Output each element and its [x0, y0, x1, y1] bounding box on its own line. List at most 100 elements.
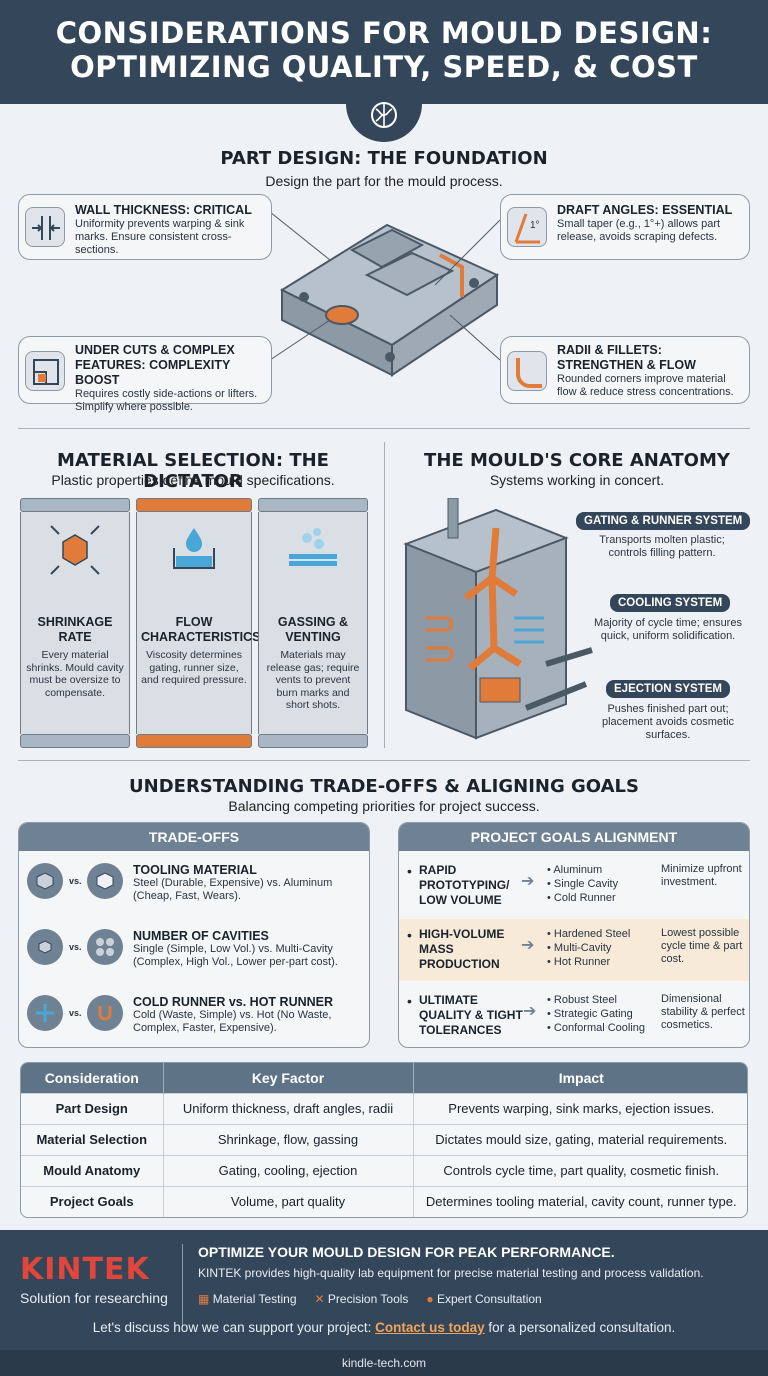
arrow-right-icon: ➔: [521, 873, 535, 890]
material-subtitle: Plastic properties define mould specific…: [51, 472, 335, 488]
goal-list-item: Robust Steel: [553, 994, 617, 1006]
feature-label: Precision Tools: [327, 1292, 409, 1306]
pillar-text: Every material shrinks. Mould cavity mus…: [26, 649, 124, 699]
goal-list-item: Strategic Gating: [553, 1008, 633, 1020]
table-cell: Part Design: [21, 1092, 164, 1124]
flow-droplet-icon: [173, 528, 215, 569]
undercut-icon: [25, 351, 65, 391]
test-equipment-icon: ▦: [198, 1292, 210, 1306]
table-row: Part Design Uniform thickness, draft ang…: [21, 1092, 747, 1124]
anatomy-title: THE MOULD'S CORE ANATOMY: [424, 450, 730, 471]
goal-list-item: Single Cavity: [553, 878, 619, 890]
brand-tagline: Solution for researching: [20, 1290, 168, 1306]
feature-label: Expert Consultation: [437, 1292, 542, 1306]
footer-cta: Let's discuss how we can support your pr…: [0, 1320, 768, 1335]
feature-label: Material Testing: [212, 1292, 297, 1306]
card-text: Uniformity prevents warping & sink marks…: [75, 218, 245, 256]
anatomy-subtitle: Systems working in concert.: [489, 472, 665, 488]
contact-us-link[interactable]: Contact us today: [375, 1320, 485, 1335]
tradeoff-text: Steel (Durable, Expensive) vs. Aluminum …: [133, 877, 333, 902]
pillar-title: GASSING & VENTING: [277, 615, 349, 644]
goal-list-item: Hot Runner: [553, 956, 611, 968]
goal-row: • RAPID PROTOTYPING/ LOW VOLUME ➔ • Alum…: [399, 855, 749, 915]
table-cell: Prevents warping, sink marks, ejection i…: [413, 1092, 747, 1124]
feature-material-testing: ▦ Material Testing: [198, 1292, 297, 1306]
pillar-title: FLOW CHARACTERISTICS: [141, 615, 261, 644]
goal-list: • Robust Steel • Strategic Gating • Conf…: [547, 994, 646, 1034]
feature-list: ▦ Material Testing ✕ Precision Tools ● E…: [198, 1292, 542, 1306]
fillet-icon: [507, 351, 547, 391]
cta-text: Let's discuss how we can support your pr…: [92, 1320, 376, 1335]
pillar-base: [136, 734, 252, 748]
pillar-cap: [258, 498, 368, 512]
part-design-subtitle: Design the part for the mould process.: [265, 173, 503, 189]
header-title-line2: OPTIMIZING QUALITY, SPEED, & COST: [70, 50, 698, 84]
consultant-icon: ●: [426, 1292, 434, 1306]
goal-list-item: Cold Runner: [553, 892, 616, 904]
material-title: MATERIAL SELECTION: THE DICTATOR: [57, 450, 329, 492]
footer-url[interactable]: kindle-tech.com: [0, 1350, 768, 1376]
brain-gear-icon: [346, 82, 422, 142]
part-illustration: [279, 223, 500, 377]
goal-list: • Hardened Steel • Multi-Cavity • Hot Ru…: [547, 928, 631, 968]
tradeoffs-title: UNDERSTANDING TRADE-OFFS & ALIGNING GOAL…: [129, 776, 639, 797]
pillar-base: [20, 734, 130, 748]
goal-impact: Minimize upfront investment.: [661, 863, 742, 888]
pillar-title: SHRINKAGE RATE: [37, 615, 113, 644]
wall-thickness-icon: [25, 207, 65, 247]
tools-icon: ✕: [314, 1292, 325, 1306]
goal-impact: Lowest possible cycle time & part cost.: [661, 927, 743, 965]
feature-expert-consultation: ● Expert Consultation: [426, 1292, 541, 1306]
table-cell: Volume, part quality: [163, 1185, 414, 1217]
ejection-text: Pushes finished part out; placement avoi…: [601, 703, 735, 741]
draft-angle-label: 1°: [530, 220, 540, 231]
vertical-divider: [384, 442, 385, 748]
tradeoff-title: COLD RUNNER vs. HOT RUNNER: [133, 995, 334, 1009]
tradeoffs-panel: TRADE-OFFS vs. TOOLING MATERIAL Steel (D…: [18, 822, 370, 1048]
table-cell: Mould Anatomy: [21, 1154, 164, 1186]
card-text: Requires costly side-actions or lifters.…: [75, 388, 258, 413]
pillar-base: [258, 734, 368, 748]
pillar-cap: [20, 498, 130, 512]
goal-list-item: Conformal Cooling: [553, 1022, 646, 1034]
cooling-text: Majority of cycle time; ensures quick, u…: [594, 617, 742, 642]
goal-row: • HIGH-VOLUME MASS PRODUCTION ➔ • Harden…: [399, 919, 749, 981]
bullet-icon: •: [407, 863, 412, 879]
table-cell: Project Goals: [21, 1185, 164, 1217]
bullet-icon: •: [407, 927, 412, 943]
goal-title: ULTIMATE QUALITY & TIGHT TOLERANCES: [419, 993, 523, 1037]
feature-precision-tools: ✕ Precision Tools: [315, 1292, 409, 1306]
table-row: Material Selection Shrinkage, flow, gass…: [21, 1123, 747, 1155]
gating-text: Transports molten plastic; controls fill…: [599, 534, 725, 559]
table-cell: Uniform thickness, draft angles, radii: [163, 1092, 414, 1124]
goals-panel-title: PROJECT GOALS ALIGNMENT: [399, 823, 749, 851]
card-title: DRAFT ANGLES: ESSENTIAL: [557, 203, 733, 217]
pillar-text: Materials may release gas; require vents…: [266, 649, 360, 711]
goals-panel: PROJECT GOALS ALIGNMENT • RAPID PROTOTYP…: [398, 822, 750, 1048]
table-cell: Determines tooling material, cavity coun…: [413, 1185, 747, 1217]
goal-impact: Dimensional stability & perfect cosmetic…: [661, 993, 745, 1031]
pillar-flow: FLOW CHARACTERISTICS Viscosity determine…: [136, 498, 261, 748]
callout-lines: [269, 211, 501, 361]
single-cavity-icon: [27, 929, 63, 965]
vs-label: vs.: [69, 942, 82, 952]
aluminum-block-icon: [87, 863, 123, 899]
summary-table-wrap: Consideration Key Factor Impact Part Des…: [20, 1062, 748, 1218]
card-text: Rounded corners improve material flow & …: [557, 373, 734, 398]
label-cooling: COOLING SYSTEM: [610, 594, 731, 612]
card-wall-thickness: WALL THICKNESS: CRITICAL Uniformity prev…: [18, 194, 272, 260]
multi-cavity-icon: [87, 929, 123, 965]
goal-row: • ULTIMATE QUALITY & TIGHT TOLERANCES ➔ …: [399, 985, 749, 1047]
pillar-shrinkage: SHRINKAGE RATE Every material shrinks. M…: [20, 498, 130, 748]
table-cell: Controls cycle time, part quality, cosme…: [413, 1154, 747, 1186]
arrow-right-icon: ➔: [523, 1003, 537, 1020]
mould-illustration: [403, 498, 593, 740]
hot-runner-icon: [87, 995, 123, 1031]
footer: KINTEK Solution for researching OPTIMIZE…: [0, 1230, 768, 1376]
pillar-text: Viscosity determines gating, runner size…: [141, 649, 247, 686]
label-ejection: EJECTION SYSTEM: [606, 680, 730, 698]
tradeoffs-subtitle: Balancing competing priorities for proje…: [228, 798, 540, 814]
goal-list-item: Aluminum: [553, 864, 603, 876]
card-draft-angles: 1° DRAFT ANGLES: ESSENTIAL Small taper (…: [500, 194, 750, 260]
pillar-cap: [136, 498, 252, 512]
